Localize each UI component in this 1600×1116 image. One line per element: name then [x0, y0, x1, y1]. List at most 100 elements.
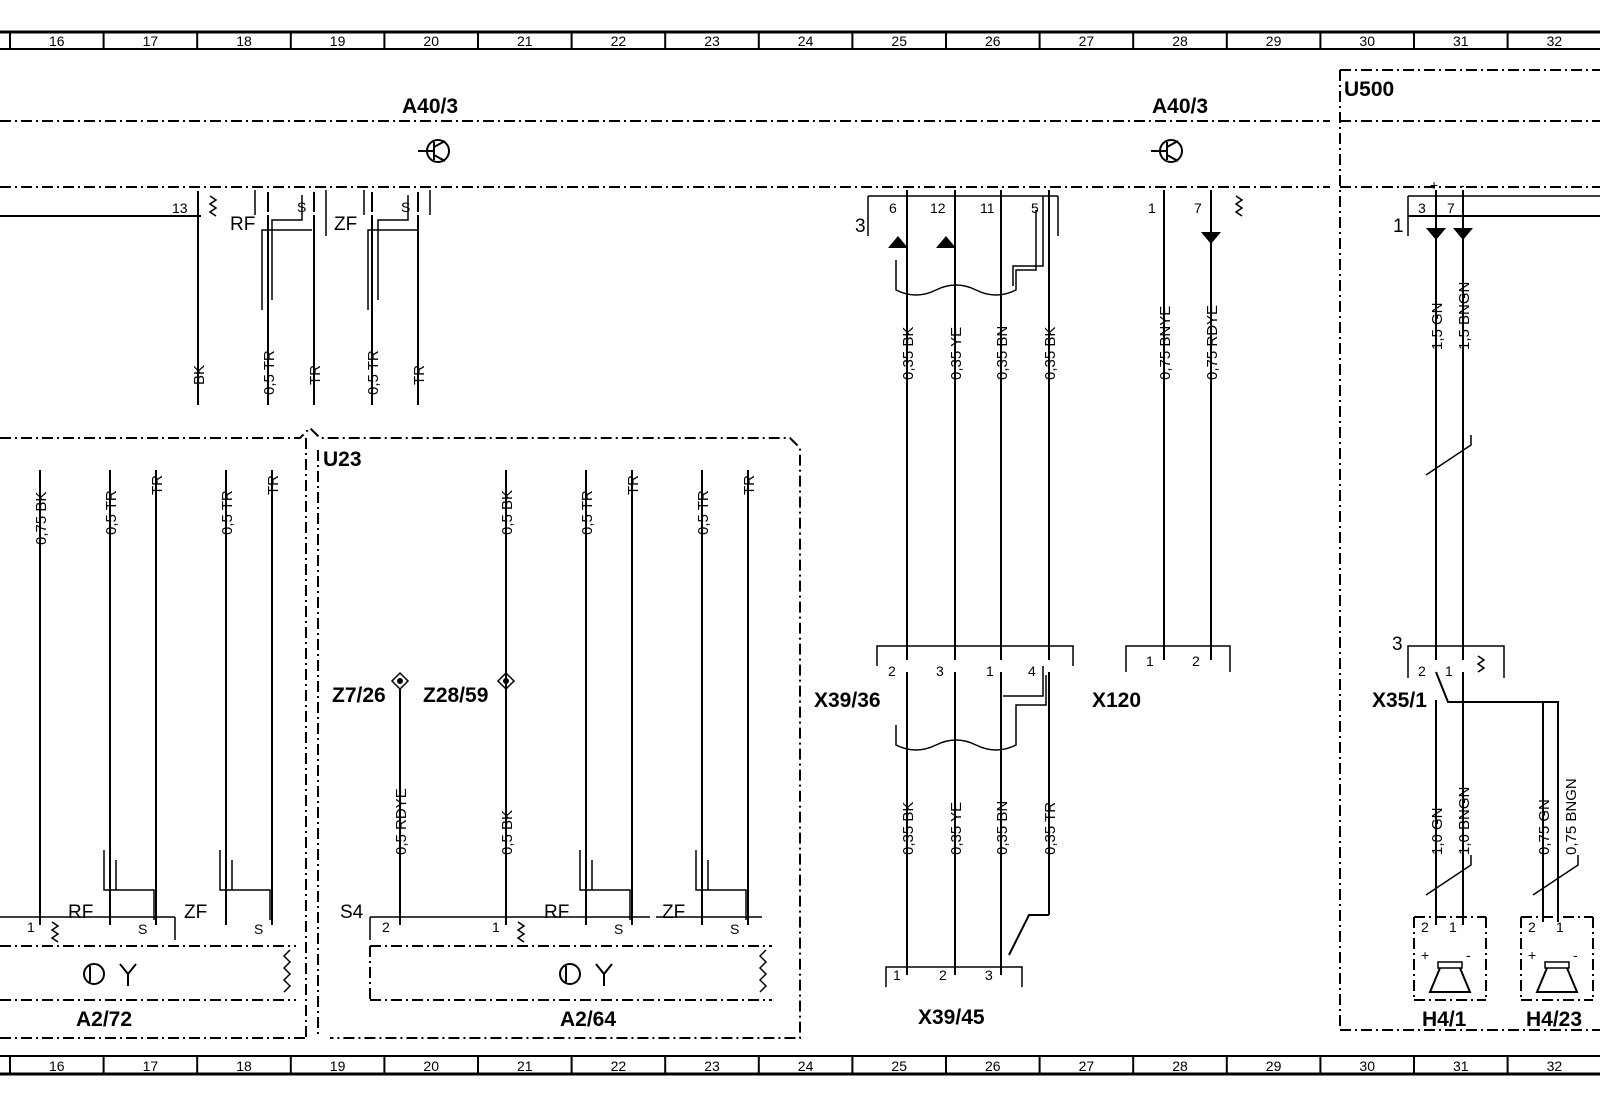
ruler-column-29: 29: [1266, 33, 1282, 49]
label-rf: RF: [544, 902, 569, 923]
pin-3: 3: [985, 967, 993, 983]
ruler-column-28: 28: [1172, 33, 1188, 49]
wire-10-gn: 1,0 GN: [1429, 807, 1446, 855]
wire-15-gn: 1,5 GN: [1429, 302, 1446, 350]
ruler-column-18: 18: [236, 1058, 252, 1074]
pin-1: 1: [893, 967, 901, 983]
label-s: S: [614, 921, 623, 937]
ground-point-icon: [390, 671, 410, 691]
ruler-column-19: 19: [330, 33, 346, 49]
pin-7: 7: [1194, 200, 1202, 216]
wire-bk: BK: [191, 365, 208, 385]
wire-05-tr: 0,5 TR: [579, 490, 596, 535]
ruler-column-25: 25: [891, 1058, 907, 1074]
ruler-column-18: 18: [236, 33, 252, 49]
label-s4: S4: [340, 902, 364, 923]
component-label-a40-3-right: A40/3: [1152, 95, 1208, 118]
wire-035-ye: 0,35 YE: [948, 802, 965, 855]
connector-label-x39-45: X39/45: [918, 1006, 985, 1029]
pin-2: 2: [1421, 919, 1429, 935]
wire-05-bk: 0,5 BK: [499, 810, 516, 855]
wire-tr: TR: [625, 475, 642, 495]
pin-4: 4: [1028, 663, 1036, 679]
wire-05-tr: 0,5 TR: [103, 490, 120, 535]
wire-05-tr: 0,5 TR: [365, 350, 382, 395]
ruler-column-27: 27: [1079, 1058, 1095, 1074]
ruler-column-22: 22: [611, 33, 627, 49]
ruler-column-21: 21: [517, 33, 533, 49]
component-label-u500: U500: [1344, 78, 1394, 101]
wire-tr: TR: [411, 365, 428, 385]
wire-05-tr: 0,5 TR: [695, 490, 712, 535]
pin-1: 1: [1445, 663, 1453, 679]
label-rf: RF: [68, 902, 93, 923]
ruler-column-24: 24: [798, 1058, 814, 1074]
label-plus: +: [1430, 177, 1438, 193]
ruler-column-24: 24: [798, 33, 814, 49]
ruler-column-23: 23: [704, 33, 720, 49]
ruler-column-31: 31: [1453, 1058, 1469, 1074]
pin-1: 1: [27, 919, 35, 935]
wire-tr: TR: [265, 475, 282, 495]
wire-05-rdye: 0,5 RDYE: [393, 788, 410, 855]
wire-035-ye: 0,35 YE: [948, 327, 965, 380]
component-label-z7-26: Z7/26: [332, 684, 386, 707]
component-label-h4-23: H4/23: [1526, 1008, 1582, 1031]
wire-035-bk: 0,35 BK: [900, 802, 917, 855]
wire-075-bnye: 0,75 BNYE: [1157, 306, 1174, 380]
ruler-column-20: 20: [423, 1058, 439, 1074]
label-1: 1: [1393, 216, 1404, 237]
label-s: S: [297, 199, 306, 215]
ruler-column-28: 28: [1172, 1058, 1188, 1074]
wire-075-rdye: 0,75 RDYE: [1204, 305, 1221, 380]
pin-5: 5: [1031, 200, 1039, 216]
ruler-column-30: 30: [1359, 33, 1375, 49]
wire-05-tr: 0,5 TR: [219, 490, 236, 535]
label-zf: ZF: [334, 214, 357, 235]
ruler-column-29: 29: [1266, 1058, 1282, 1074]
wire-05-tr: 0,5 TR: [261, 350, 278, 395]
pin-7: 7: [1447, 200, 1455, 216]
wire-tr: TR: [741, 475, 758, 495]
wire-035-bk: 0,35 BK: [1042, 327, 1059, 380]
radio-amplifier-icon: [83, 963, 137, 986]
pin-2: 2: [1528, 919, 1536, 935]
pin-12: 12: [930, 200, 946, 216]
wire-tr: TR: [149, 475, 166, 495]
label-zf: ZF: [662, 902, 685, 923]
ruler-column-16: 16: [49, 1058, 65, 1074]
label-s: S: [138, 921, 147, 937]
wire-tr: TR: [307, 365, 324, 385]
pin-3: 3: [936, 663, 944, 679]
wire-035-bn: 0,35 BN: [994, 326, 1011, 380]
pin-1: 1: [1146, 653, 1154, 669]
component-label-a2-64: A2/64: [560, 1008, 616, 1031]
component-label-a40-3-left: A40/3: [402, 95, 458, 118]
label-plus: +: [1528, 947, 1536, 963]
amplifier-symbol-icon: [418, 139, 450, 163]
component-label-z28-59: Z28/59: [423, 684, 488, 707]
label-plus: +: [1421, 947, 1429, 963]
pin-2: 2: [1418, 663, 1426, 679]
ground-point-icon: [496, 671, 516, 691]
ruler-column-23: 23: [704, 1058, 720, 1074]
label-rf: RF: [230, 214, 255, 235]
pin-3: 3: [1418, 200, 1426, 216]
wire-05-bk: 0,5 BK: [499, 490, 516, 535]
label-minus: -: [1466, 947, 1471, 963]
connector-label-x35-1: X35/1: [1372, 689, 1427, 712]
ruler-column-17: 17: [143, 33, 159, 49]
connector-label-x39-36: X39/36: [814, 689, 881, 712]
ruler-column-26: 26: [985, 33, 1001, 49]
wire-035-tr: 0,35 TR: [1042, 802, 1059, 855]
radio-amplifier-icon: [559, 963, 613, 986]
wire-035-bn: 0,35 BN: [994, 801, 1011, 855]
ruler-column-19: 19: [330, 1058, 346, 1074]
connector-label-x120: X120: [1092, 689, 1141, 712]
pin-1: 1: [1148, 200, 1156, 216]
wire-10-bngn: 1,0 BNGN: [1456, 787, 1473, 855]
pin-1: 1: [986, 663, 994, 679]
ruler-column-30: 30: [1359, 1058, 1375, 1074]
